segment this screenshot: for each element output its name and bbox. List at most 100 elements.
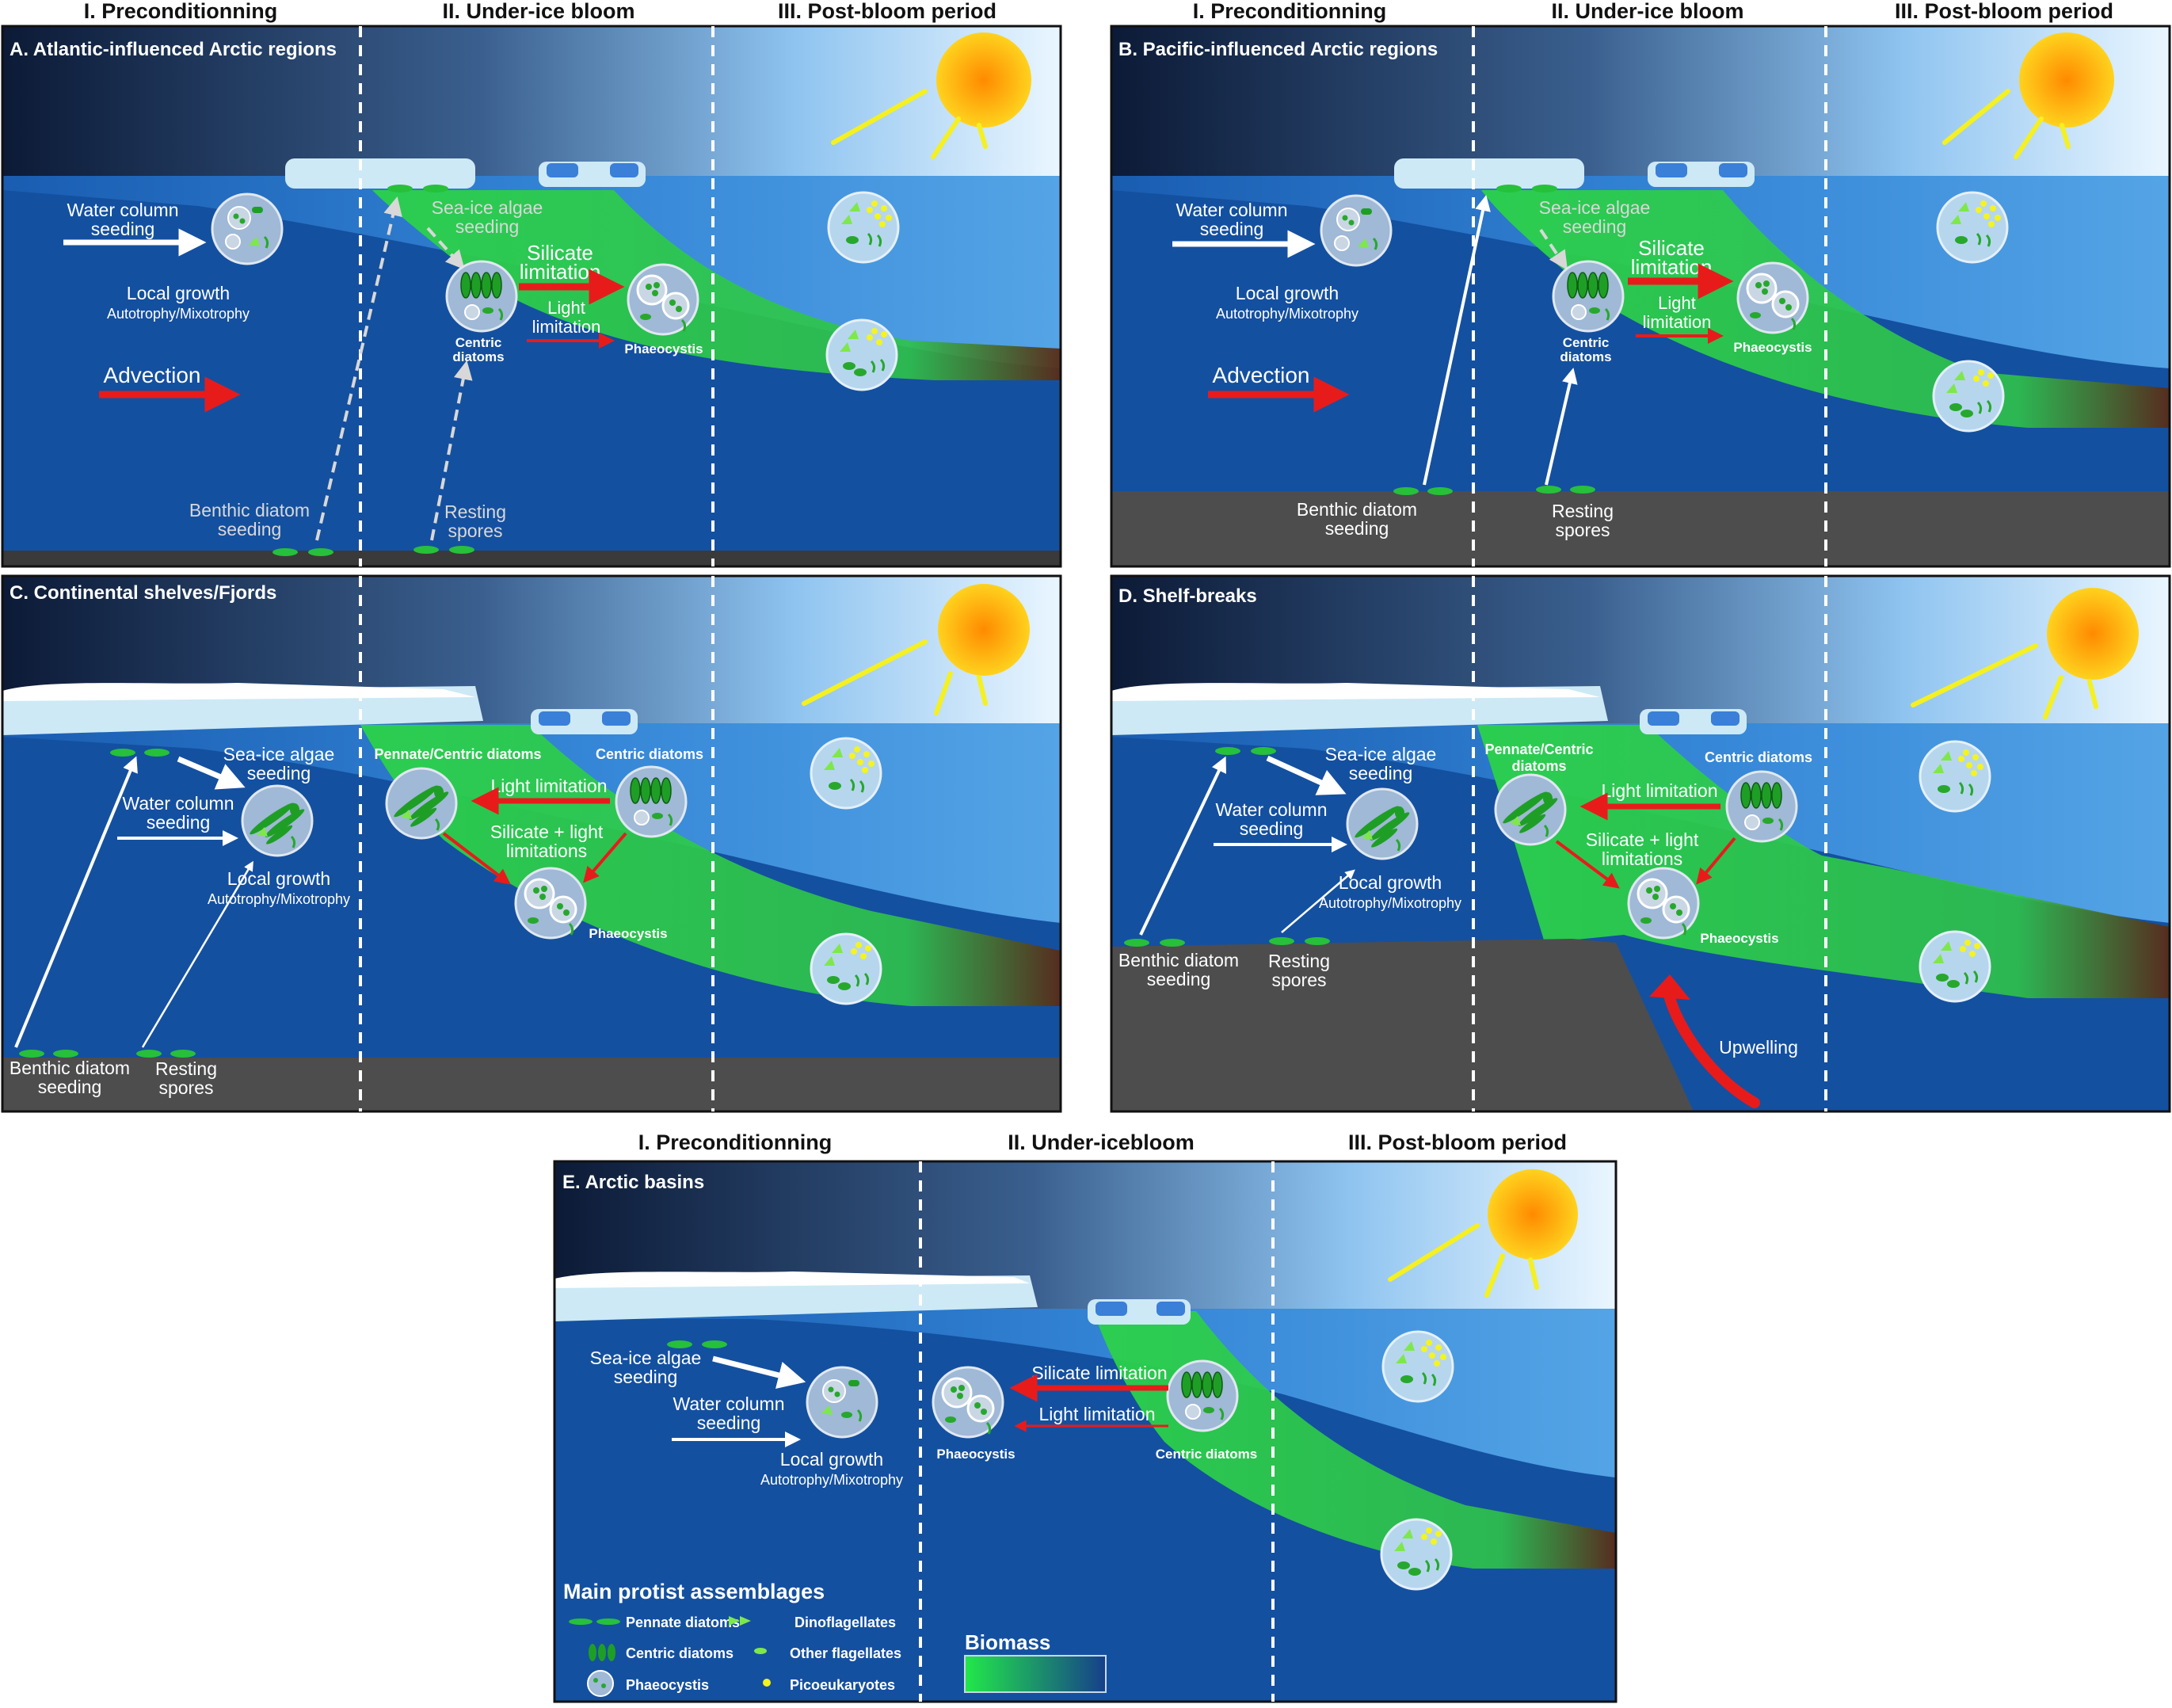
sea-ice-seeding-label: Sea-ice algae — [1325, 744, 1437, 764]
sun-icon — [936, 32, 1031, 128]
panel-a-title: A. Atlantic-influenced Arctic regions — [10, 39, 337, 60]
benthic-seeding-label: Benthic diatom — [1297, 499, 1417, 520]
other-flagellate-icon — [754, 1648, 767, 1654]
phase-header-e2: II. Under-icebloom — [1008, 1130, 1195, 1154]
local-growth-label: Local growth — [780, 1449, 883, 1470]
centric-label: Centric diatoms — [1705, 749, 1812, 765]
local-growth-label: Local growth — [127, 283, 230, 303]
resting-spores-label: Resting — [1552, 501, 1614, 521]
water-column-seeding-label: Water column — [1215, 799, 1327, 820]
water-column-seeding-label-2: seeding — [697, 1413, 761, 1433]
pennate-centric-label-2: diatoms — [1511, 758, 1566, 774]
phaeocystis-label: Phaeocystis — [624, 341, 703, 356]
light-label: Light limitation — [490, 776, 607, 796]
silicate-label-2: limitation — [520, 260, 601, 284]
benthic-seeding-label-2: seeding — [38, 1077, 102, 1097]
panel-b-title: B. Pacific-influenced Arctic regions — [1118, 39, 1438, 60]
water-column-seeding-label: Water column — [67, 200, 178, 220]
phase-header-a3: III. Post-bloom period — [778, 0, 996, 23]
panel-b: B. Pacific-influenced Arctic regions Wat… — [1110, 25, 2171, 568]
panel-d-title: D. Shelf-breaks — [1118, 585, 1257, 607]
sea-ice-seeding-label: Sea-ice algae — [223, 744, 335, 764]
panel-d: D. Shelf-breaks Sea-ice algae seeding Wa… — [1110, 574, 2171, 1113]
sun-icon — [1488, 1169, 1578, 1260]
phaeocystis-icon — [587, 1670, 614, 1697]
biomass-gradient-bar — [964, 1655, 1107, 1693]
advection-label: Advection — [1213, 363, 1310, 387]
centric-label-2: diatoms — [1560, 349, 1611, 364]
centric-label-2: diatoms — [452, 349, 504, 364]
local-growth-label: Local growth — [1339, 872, 1442, 893]
water-column-seeding-label: Water column — [122, 793, 234, 814]
panel-c-title: C. Continental shelves/Fjords — [10, 582, 276, 604]
sea-ice-seeding-label-2: seeding — [455, 216, 520, 237]
dinoflagellate-icon — [729, 1616, 751, 1626]
phase-headers-top: I. Preconditionning II. Under-ice bloom … — [84, 0, 2113, 1154]
phase-header-e3: III. Post-bloom period — [1348, 1130, 1567, 1154]
phase-header-b2: II. Under-ice bloom — [1551, 0, 1743, 23]
upwelling-label: Upwelling — [1719, 1037, 1798, 1058]
pennate-centric-label: Pennate/Centric diatoms — [374, 746, 541, 762]
resting-spores-label: Resting — [444, 501, 506, 522]
sea-ice-seeding-label-2: seeding — [614, 1367, 678, 1387]
sun-icon — [2047, 588, 2139, 680]
phaeocystis-label: Phaeocystis — [1700, 931, 1778, 946]
sea-ice-seeding-label: Sea-ice algae — [590, 1348, 702, 1368]
legend-pennate: Pennate diatoms — [626, 1615, 740, 1630]
phaeocystis-label: Phaeocystis — [1733, 340, 1812, 355]
sea-ice-seeding-label: Sea-ice algae — [432, 197, 543, 218]
sea-ice-seeding-label-2: seeding — [247, 763, 311, 783]
benthic-seeding-label: Benthic diatom — [189, 500, 310, 520]
growth-mode-label: Autotrophy/Mixotrophy — [208, 891, 350, 907]
growth-mode-label: Autotrophy/Mixotrophy — [1319, 895, 1461, 911]
phaeocystis-label: Phaeocystis — [589, 926, 667, 941]
legend-title: Main protist assemblages — [563, 1580, 825, 1603]
water-column-seeding-label-2: seeding — [147, 812, 211, 833]
phaeocystis-label: Phaeocystis — [936, 1447, 1015, 1462]
sea-ice-seeding-label-2: seeding — [1349, 763, 1413, 783]
phase-header-a1: I. Preconditionning — [84, 0, 278, 23]
silicate-label: Silicate — [527, 241, 593, 265]
legend-other: Other flagellates — [790, 1645, 901, 1661]
legend-dino: Dinoflagellates — [794, 1615, 896, 1630]
legend: Main protist assemblages Pennate diatoms… — [563, 1580, 1107, 1697]
growth-mode-label: Autotrophy/Mixotrophy — [760, 1472, 903, 1488]
silicate-light-label-2: limitations — [506, 841, 587, 861]
sun-icon — [938, 584, 1030, 676]
benthic-seeding-label-2: seeding — [218, 519, 282, 539]
centric-label: Centric — [1563, 335, 1610, 350]
legend-pico: Picoeukaryotes — [790, 1677, 895, 1693]
resting-spores-label-2: spores — [1555, 520, 1610, 540]
sea-ice-seeding-label-2: seeding — [1563, 216, 1627, 237]
centric-label: Centric diatoms — [1156, 1447, 1257, 1462]
silicate-label: Silicate — [1638, 236, 1705, 260]
water-column-seeding-label: Water column — [1176, 200, 1287, 220]
light-label: Light — [1658, 293, 1696, 313]
resting-spores-label-2: spores — [448, 520, 502, 541]
picoeukaryote-icon — [763, 1679, 771, 1687]
legend-biomass: Biomass — [965, 1630, 1050, 1654]
resting-spores-label: Resting — [155, 1058, 217, 1079]
centric-label: Centric diatoms — [596, 746, 703, 762]
water-column-seeding-label-2: seeding — [91, 219, 155, 239]
legend-centric: Centric diatoms — [626, 1645, 734, 1661]
panel-a: A. Atlantic-influenced Arctic regions Wa… — [1, 25, 1062, 568]
centric-label: Centric — [455, 335, 502, 350]
sea-ice-seeding-label: Sea-ice algae — [1539, 197, 1651, 218]
benthic-seeding-label: Benthic diatom — [10, 1058, 130, 1078]
water-column-seeding-label: Water column — [673, 1393, 784, 1414]
benthic-seeding-label-2: seeding — [1325, 518, 1389, 539]
silicate-light-label: Silicate + light — [490, 822, 604, 842]
panel-c: C. Continental shelves/Fjords Sea-ice al… — [1, 574, 1062, 1113]
light-label: Light limitation — [1601, 780, 1717, 801]
resting-spores-label-2: spores — [158, 1077, 213, 1098]
panel-e: E. Arctic basins Sea-ice algae seeding W… — [553, 1160, 1618, 1703]
pennate-centric-label: Pennate/Centric — [1484, 742, 1593, 757]
silicate-label: Silicate limitation — [1031, 1363, 1167, 1383]
silicate-label-2: limitation — [1631, 255, 1713, 279]
growth-mode-label: Autotrophy/Mixotrophy — [1216, 306, 1358, 322]
advection-label: Advection — [104, 363, 201, 387]
silicate-light-label: Silicate + light — [1586, 829, 1699, 850]
legend-phaeo: Phaeocystis — [626, 1677, 709, 1693]
